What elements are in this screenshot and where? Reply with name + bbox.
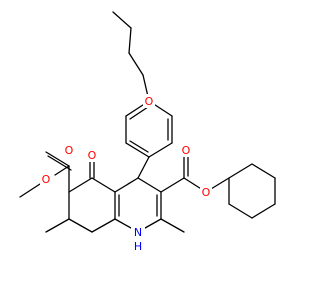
bond xyxy=(91,177,116,193)
label-background xyxy=(143,94,155,108)
oxygen-label: O xyxy=(202,186,211,199)
bond xyxy=(45,151,70,167)
oxygen-label: O xyxy=(42,173,51,186)
label-background xyxy=(40,172,52,186)
bond xyxy=(129,140,149,153)
ketone-oxygen: O xyxy=(86,148,98,162)
bond xyxy=(112,11,132,29)
nitrogen-hydrogen-label: H xyxy=(134,240,142,253)
structure-canvas: O O O O O O N H xyxy=(19,11,276,253)
bond xyxy=(128,52,144,76)
bond xyxy=(128,27,132,54)
cyclohexyl-ester-oxygen: O xyxy=(200,185,212,199)
label-background xyxy=(180,143,192,157)
bond xyxy=(54,165,70,176)
bond xyxy=(251,163,276,179)
bond xyxy=(137,156,150,179)
methyl-ester-oxygen: O xyxy=(40,172,52,186)
cyclohexyl-ester-carbonyl-oxygen: O xyxy=(180,143,192,157)
oxygen-label: O xyxy=(145,95,154,108)
bond xyxy=(125,142,150,158)
bond xyxy=(228,163,253,179)
nitrogen-label: N xyxy=(134,226,142,239)
bond xyxy=(91,218,116,233)
ring-nitrogen: N H xyxy=(131,225,145,253)
bond xyxy=(160,218,185,233)
bond xyxy=(228,203,253,219)
oxygen-label: O xyxy=(65,144,74,157)
oxygen-label: O xyxy=(182,144,191,157)
bond xyxy=(114,177,139,193)
label-background xyxy=(131,225,145,239)
propyl-ether-oxygen: O xyxy=(143,94,155,108)
bond xyxy=(47,155,72,171)
bond xyxy=(160,177,185,193)
label-background xyxy=(200,185,212,199)
bond xyxy=(137,177,162,193)
bond xyxy=(68,218,93,233)
molecule-drawing: O O O O O O N H xyxy=(19,11,276,253)
bond xyxy=(129,106,149,120)
atom-labels: O O O O O O N H xyxy=(40,94,212,253)
oxygen-label: O xyxy=(88,149,97,162)
bond xyxy=(251,203,276,219)
bond xyxy=(68,177,93,193)
label-background xyxy=(63,143,75,157)
label-background xyxy=(86,148,98,162)
bond xyxy=(148,142,173,158)
methyl-ester-carbonyl-oxygen: O xyxy=(63,143,75,157)
bond xyxy=(19,183,41,198)
bond xyxy=(45,218,70,233)
bonds xyxy=(19,11,276,233)
